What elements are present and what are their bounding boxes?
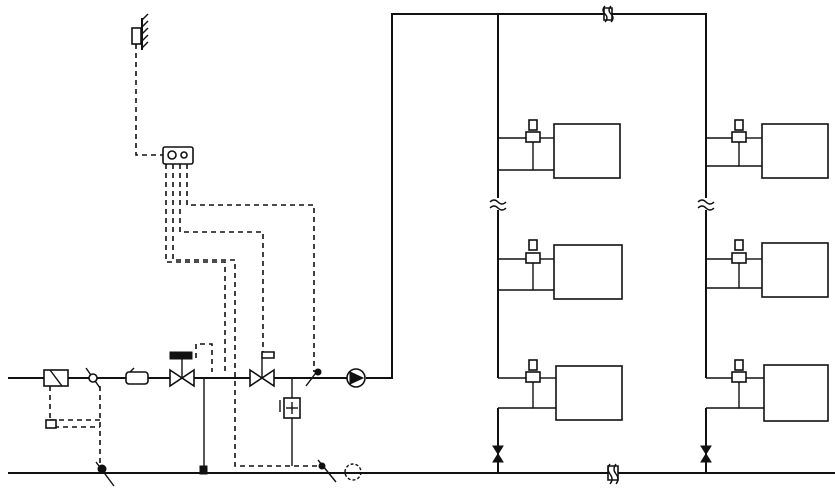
balancing-valve-icon-2 [700, 445, 712, 463]
balancing-valve-icon [492, 445, 504, 463]
control-line-3 [172, 164, 320, 467]
radiator-icon-4 [761, 123, 829, 179]
ball-valve-icon [85, 367, 101, 389]
controller-icon [162, 146, 194, 165]
valve-icon-2 [249, 351, 275, 388]
thermostatic-valve-icon-5 [731, 239, 747, 264]
control-line-2 [179, 164, 264, 358]
thermostatic-valve-icon-4 [731, 119, 747, 143]
temperature-sensor-icon [305, 368, 322, 387]
radiator-icon [553, 123, 621, 179]
radiator-icon-6 [763, 364, 829, 422]
radiator-icon-2 [553, 244, 623, 300]
control-line-1 [186, 164, 315, 372]
thermostatic-valve-icon-2 [525, 239, 541, 264]
return-circle [344, 463, 362, 481]
flow-meter-icon [283, 397, 301, 419]
control-line-4 [165, 164, 226, 372]
valve-icon [169, 351, 195, 388]
sensor-signal-line [135, 44, 163, 156]
thermostatic-valve-icon-6 [731, 359, 747, 383]
strainer-icon [43, 369, 69, 387]
outdoor-sensor-icon [131, 13, 149, 50]
radiator-icon-3 [555, 365, 623, 421]
meter-icon [125, 367, 149, 385]
thermostatic-valve-icon-3 [525, 359, 541, 383]
riser-pipe [366, 13, 707, 379]
return-valve-icon [95, 461, 115, 487]
radiator-icon-5 [761, 242, 829, 298]
thermostatic-valve-icon [525, 119, 541, 143]
return-sensor-icon [317, 459, 337, 483]
pump-icon [346, 368, 366, 388]
